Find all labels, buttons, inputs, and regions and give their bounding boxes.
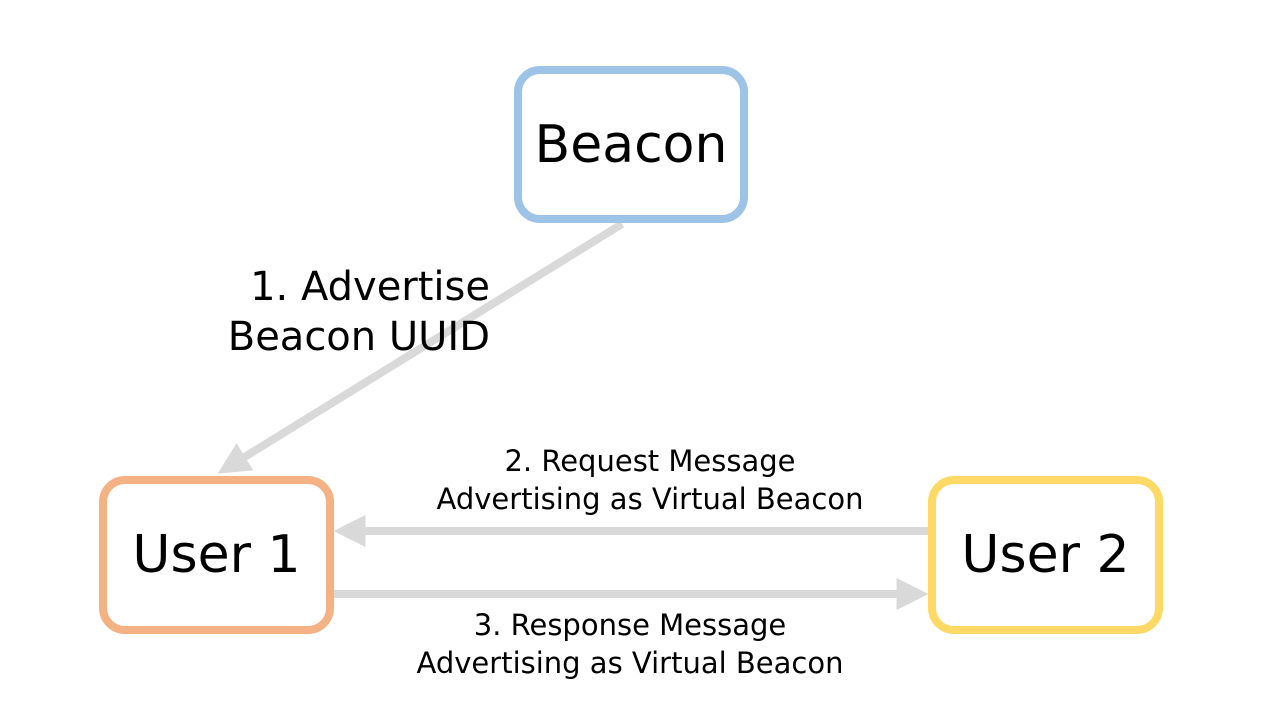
step1-label: 1. Advertise Beacon UUID (200, 262, 490, 362)
user2-node-label: User 2 (961, 525, 1130, 585)
step2-label-line2: Advertising as Virtual Beacon (436, 482, 864, 516)
step3-label-line1: 3. Response Message (473, 608, 787, 642)
user1-node: User 1 (99, 476, 334, 634)
arrow-beacon-to-user1 (217, 220, 625, 474)
user1-node-label: User 1 (132, 525, 301, 585)
step1-label-line1: 1. Advertise (250, 264, 490, 310)
step1-label-line2: Beacon UUID (227, 314, 490, 360)
beacon-node: Beacon (514, 66, 748, 223)
step2-label: 2. Request Message Advertising as Virtua… (400, 442, 900, 518)
beacon-node-label: Beacon (534, 114, 728, 175)
step3-label-line2: Advertising as Virtual Beacon (416, 646, 844, 680)
step3-label: 3. Response Message Advertising as Virtu… (380, 606, 880, 682)
user2-node: User 2 (928, 476, 1163, 634)
step2-label-line1: 2. Request Message (504, 444, 796, 478)
